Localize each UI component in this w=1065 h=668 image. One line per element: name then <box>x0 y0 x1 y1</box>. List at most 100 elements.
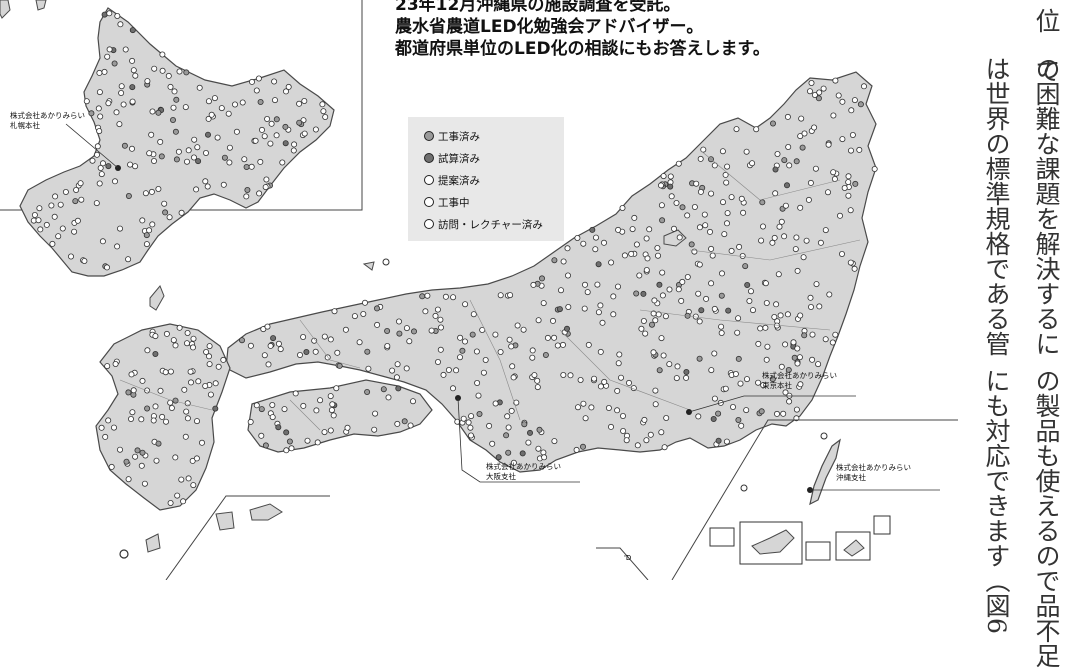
site-marker <box>94 143 101 150</box>
site-marker <box>791 354 798 361</box>
site-marker <box>668 193 675 200</box>
site-marker <box>742 263 749 270</box>
site-marker <box>807 88 814 95</box>
site-marker <box>816 303 823 310</box>
site-marker <box>424 292 431 299</box>
site-marker <box>105 100 112 107</box>
site-marker <box>710 415 717 422</box>
amami-island <box>145 533 161 553</box>
site-marker <box>633 241 640 248</box>
site-marker <box>805 196 812 203</box>
site-marker <box>560 341 567 348</box>
site-marker <box>540 449 547 456</box>
site-marker <box>640 290 647 297</box>
site-marker <box>684 212 691 219</box>
site-marker <box>794 345 801 352</box>
site-marker <box>170 104 177 111</box>
site-marker <box>403 325 410 332</box>
site-marker <box>155 185 162 192</box>
site-marker <box>831 175 838 182</box>
site-marker <box>666 361 673 368</box>
site-marker <box>601 239 608 246</box>
site-marker <box>723 438 730 445</box>
site-marker <box>703 295 710 302</box>
site-marker <box>117 446 124 453</box>
osaka-office-name: 株式会社あかりみらい <box>486 461 561 471</box>
site-marker <box>330 412 337 419</box>
site-marker <box>152 333 159 340</box>
site-marker <box>301 130 308 137</box>
site-marker <box>285 83 292 90</box>
site-marker <box>149 221 156 228</box>
site-marker <box>459 347 466 354</box>
site-marker <box>334 349 341 356</box>
site-marker <box>148 188 155 195</box>
site-marker <box>691 203 698 210</box>
site-marker <box>207 391 214 398</box>
legend-label: 訪問・レクチャー済み <box>438 219 543 231</box>
site-marker <box>567 372 574 379</box>
site-marker <box>172 454 179 461</box>
site-marker <box>650 310 657 317</box>
site-marker <box>510 459 517 466</box>
site-marker <box>826 291 833 298</box>
site-marker <box>303 348 310 355</box>
yakushima-island <box>215 511 235 531</box>
site-marker <box>261 133 268 140</box>
site-marker <box>159 413 166 420</box>
site-marker <box>798 115 805 122</box>
site-marker <box>181 386 188 393</box>
site-marker <box>241 156 248 163</box>
site-marker <box>262 442 269 449</box>
site-marker <box>584 289 591 296</box>
site-marker <box>273 116 280 123</box>
site-marker <box>621 252 628 259</box>
site-marker <box>574 234 581 241</box>
site-marker <box>428 327 435 334</box>
site-marker <box>73 186 80 193</box>
site-marker <box>202 382 209 389</box>
site-marker <box>715 410 722 417</box>
site-marker <box>104 363 111 370</box>
site-marker <box>616 351 623 358</box>
site-marker <box>580 443 587 450</box>
site-marker <box>551 334 558 341</box>
site-marker <box>401 418 408 425</box>
site-marker <box>168 404 175 411</box>
site-marker <box>247 418 254 425</box>
site-marker <box>809 356 816 363</box>
site-marker <box>769 376 776 383</box>
site-marker <box>636 272 643 279</box>
site-marker <box>505 449 512 456</box>
site-marker <box>551 257 558 264</box>
site-marker <box>139 217 146 224</box>
site-marker <box>321 333 328 340</box>
site-marker <box>809 331 816 338</box>
site-marker <box>172 128 179 135</box>
site-marker <box>784 182 791 189</box>
site-marker <box>410 328 417 335</box>
map-legend: 工事済み 試算済み 提案済み 工事中 訪問・レクチャー済み <box>408 117 564 241</box>
site-marker <box>582 281 589 288</box>
site-marker <box>830 169 837 176</box>
site-marker <box>300 402 307 409</box>
site-marker <box>659 269 666 276</box>
site-marker <box>333 385 340 392</box>
site-marker <box>688 241 695 248</box>
site-marker <box>644 255 651 262</box>
site-marker <box>679 278 686 285</box>
site-marker <box>125 389 132 396</box>
site-marker <box>786 398 793 405</box>
site-marker <box>728 194 735 201</box>
site-marker <box>597 302 604 309</box>
mainland-site-markers <box>98 77 878 506</box>
site-marker <box>191 136 198 143</box>
site-marker <box>773 301 780 308</box>
site-marker <box>149 108 156 115</box>
site-marker <box>96 128 103 135</box>
site-marker <box>748 288 755 295</box>
site-marker <box>610 311 617 318</box>
site-marker <box>832 331 839 338</box>
site-marker <box>697 188 704 195</box>
site-marker <box>258 126 265 133</box>
